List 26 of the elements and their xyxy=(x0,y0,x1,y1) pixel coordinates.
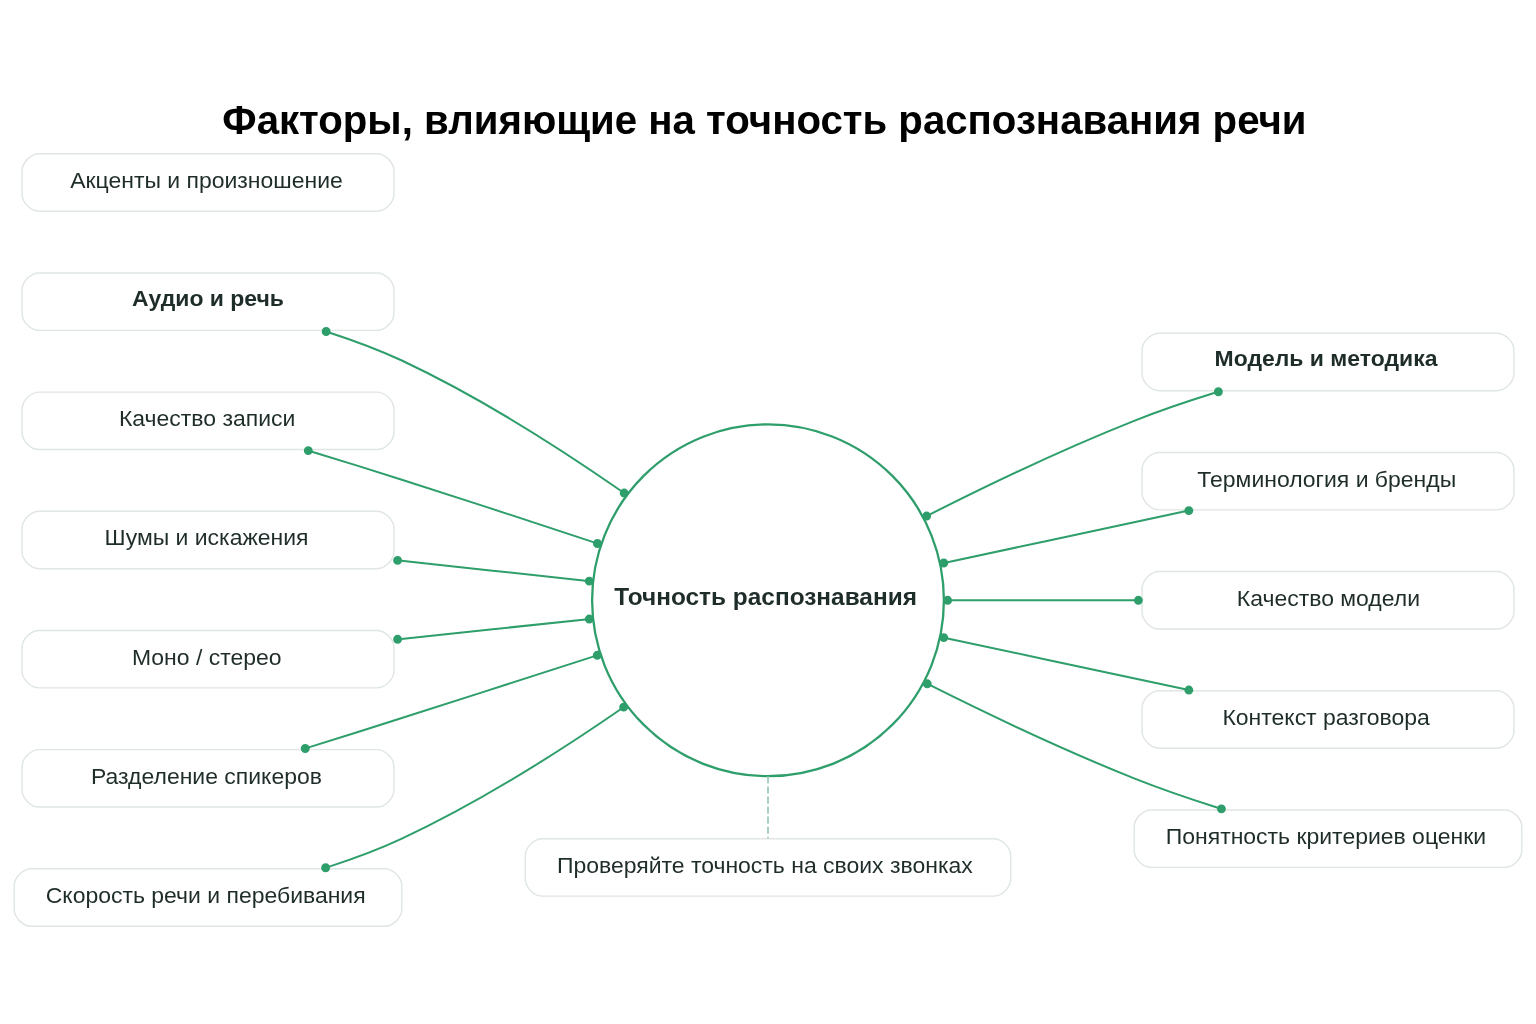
node-box: Скорость речи и перебивания xyxy=(13,868,403,927)
node-box: Модель и методика xyxy=(1141,332,1515,392)
node-box: Разделение спикеров xyxy=(21,748,395,808)
connector xyxy=(922,679,1226,814)
node-box: Терминология и бренды xyxy=(1141,451,1515,511)
node-box: Проверяйте точность на своих звонках xyxy=(524,837,1012,897)
connector xyxy=(303,446,602,548)
node-box: Качество модели xyxy=(1141,570,1515,630)
connector xyxy=(767,776,769,839)
connector xyxy=(922,387,1223,521)
connector xyxy=(321,702,629,873)
node-box: Моно / стерео xyxy=(21,629,395,689)
node-box: Понятность критериев оценки xyxy=(1133,809,1523,869)
connector xyxy=(943,595,1143,605)
connector xyxy=(939,506,1194,568)
node-box: Контекст разговора xyxy=(1141,690,1515,749)
node-box: Акценты и произношение xyxy=(21,153,395,212)
connector xyxy=(300,650,602,753)
connector xyxy=(393,614,594,644)
node-box: Шумы и искажения xyxy=(21,510,395,570)
connector xyxy=(939,633,1194,695)
connector xyxy=(393,555,594,586)
diagram-title: Факторы, влияющие на точность распознавания речи xyxy=(222,98,1307,144)
node-box: Качество записи xyxy=(21,391,395,451)
node-box: Аудио и речь xyxy=(21,272,395,332)
connector xyxy=(321,327,629,498)
